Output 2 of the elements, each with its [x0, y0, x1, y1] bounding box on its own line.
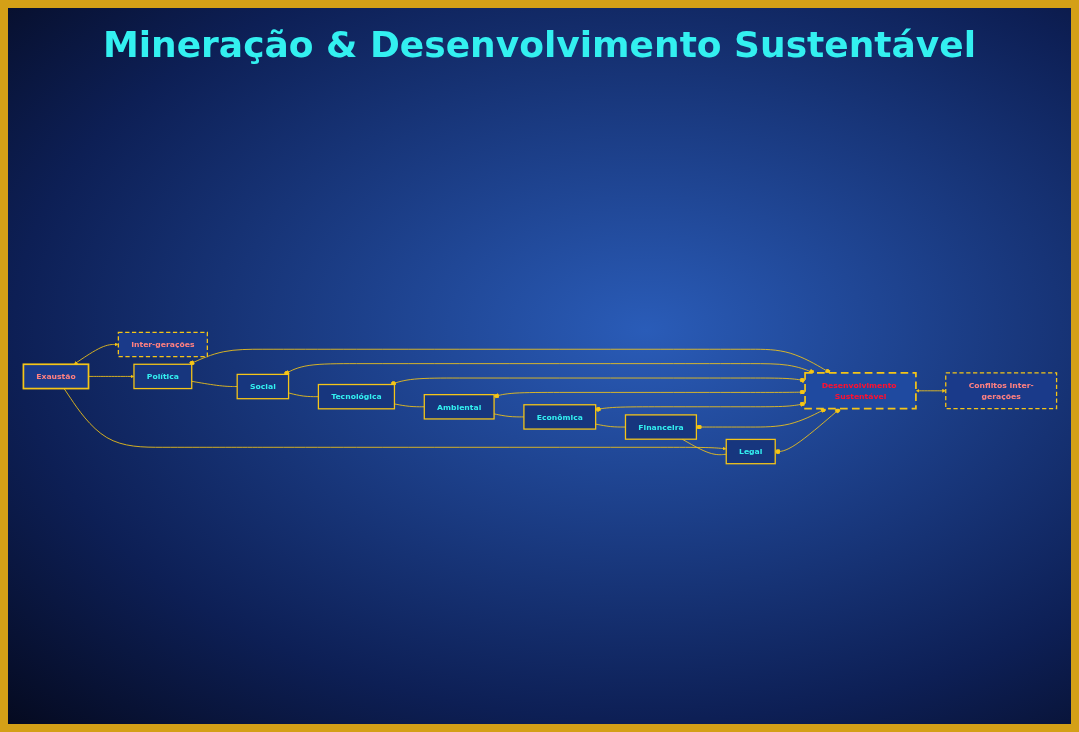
- connector: [493, 412, 524, 417]
- diagram-title: Mineração & Desenvolvimento Sustentável: [102, 24, 977, 65]
